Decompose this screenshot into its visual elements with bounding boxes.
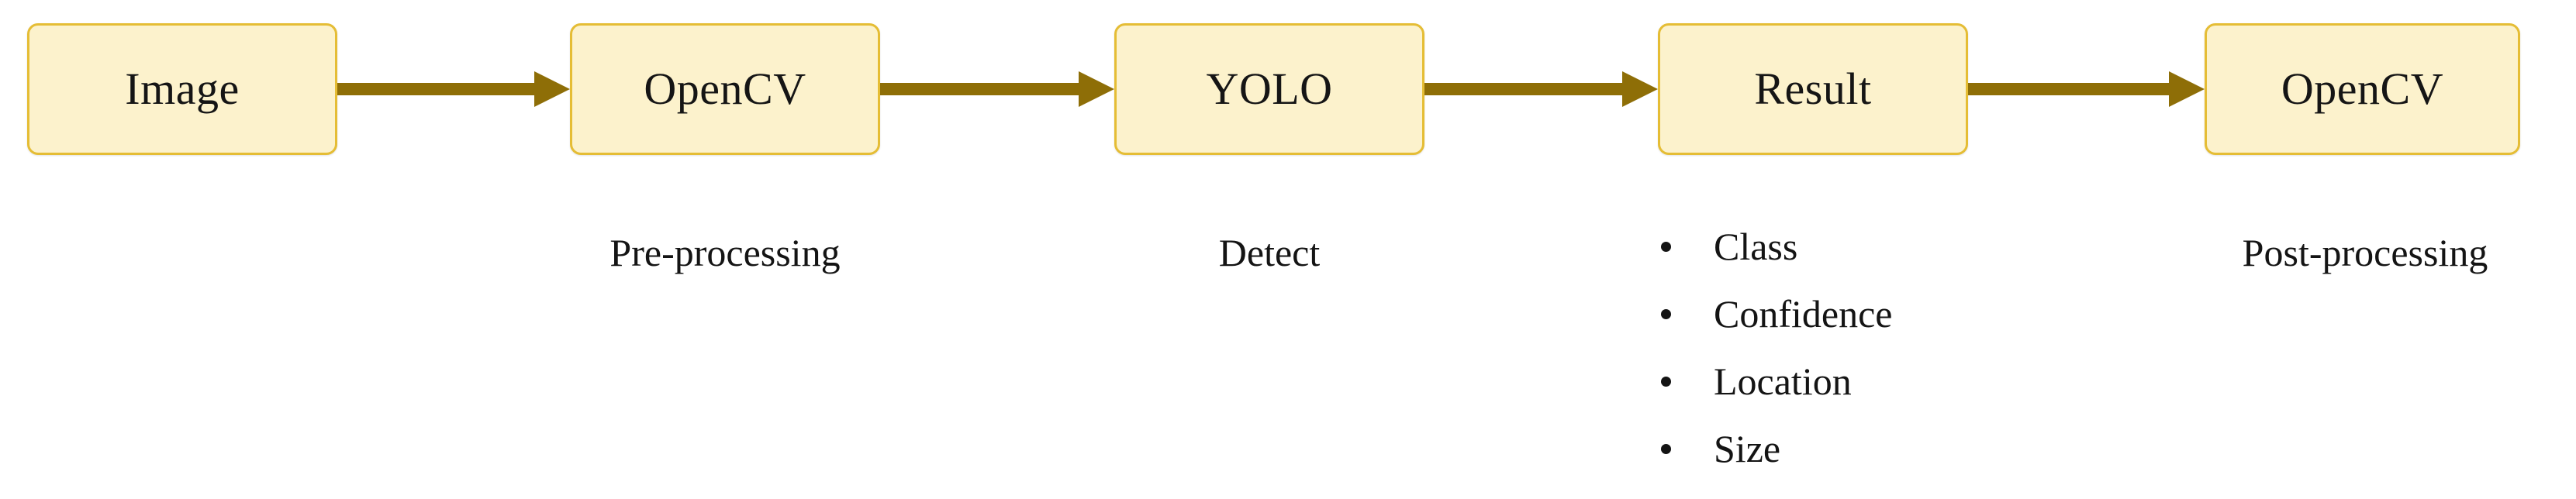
arrow-shaft (1424, 83, 1625, 95)
list-item-label: Size (1714, 427, 1781, 470)
node-image[interactable]: Image (27, 23, 337, 155)
list-item: Location (1659, 348, 1892, 415)
arrow-shaft (337, 83, 537, 95)
bullet-dot-icon (1661, 309, 1671, 319)
node-opencv-pre-label: OpenCV (644, 64, 806, 114)
list-item: Size (1659, 415, 1892, 483)
arrow-head-icon (1622, 71, 1658, 107)
node-opencv-pre[interactable]: OpenCV (570, 23, 880, 155)
result-details-list: Class Confidence Location Size (1659, 213, 1892, 483)
arrow-opencv1-to-yolo (880, 71, 1114, 107)
node-result-label: Result (1754, 64, 1872, 114)
node-yolo[interactable]: YOLO (1114, 23, 1424, 155)
caption-pre-processing: Pre-processing (609, 231, 841, 274)
node-yolo-label: YOLO (1206, 64, 1333, 114)
bullet-dot-icon (1661, 242, 1671, 252)
node-opencv-post-label: OpenCV (2281, 64, 2444, 114)
arrow-shaft (880, 83, 1082, 95)
bullet-dot-icon (1661, 377, 1671, 387)
list-item: Confidence (1659, 280, 1892, 348)
arrow-result-to-opencv2 (1968, 71, 2205, 107)
list-item-label: Location (1714, 360, 1852, 403)
list-item-label: Class (1714, 225, 1798, 268)
node-result[interactable]: Result (1658, 23, 1968, 155)
list-item-label: Confidence (1714, 292, 1893, 336)
node-opencv-post[interactable]: OpenCV (2205, 23, 2520, 155)
arrow-image-to-opencv1 (337, 71, 570, 107)
arrow-head-icon (534, 71, 570, 107)
arrow-yolo-to-result (1424, 71, 1658, 107)
arrow-head-icon (2169, 71, 2205, 107)
list-item: Class (1659, 213, 1892, 280)
node-image-label: Image (125, 64, 240, 114)
arrow-head-icon (1079, 71, 1114, 107)
caption-detect: Detect (1218, 231, 1321, 274)
caption-post-processing: Post-processing (2242, 231, 2488, 274)
arrow-shaft (1968, 83, 2172, 95)
bullet-dot-icon (1661, 444, 1671, 454)
